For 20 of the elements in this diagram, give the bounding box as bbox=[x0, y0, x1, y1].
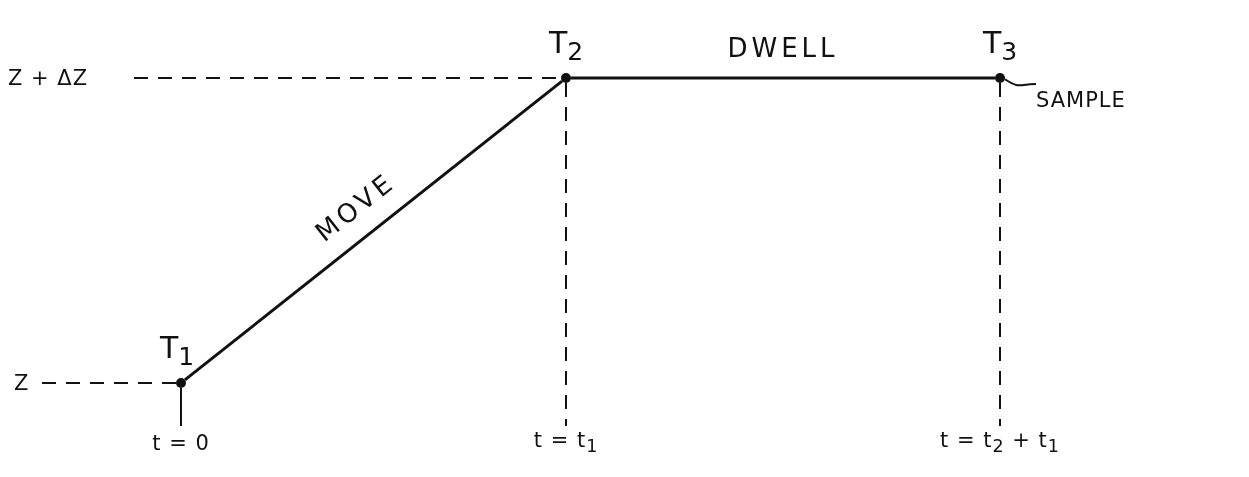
point-dot bbox=[176, 378, 186, 388]
point-label: T$_{1}$ bbox=[159, 333, 195, 369]
tick-line bbox=[180, 387, 182, 427]
guide-line bbox=[41, 382, 177, 384]
point-dot bbox=[995, 73, 1005, 83]
point-label: T$_{3}$ bbox=[982, 28, 1018, 64]
axis-label: t = t$_{2}$ + t$_{1}$ bbox=[930, 430, 1070, 456]
line bbox=[184, 79, 563, 382]
edge-label: DWELL bbox=[727, 35, 839, 61]
axis-label: t = 0 bbox=[141, 430, 221, 456]
axis-label: Z + ΔZ bbox=[8, 66, 130, 90]
guide-line bbox=[999, 82, 1001, 427]
point-dot bbox=[561, 73, 571, 83]
point-label: T$_{2}$ bbox=[548, 28, 584, 64]
leader-line bbox=[1003, 78, 1037, 87]
guide-line bbox=[565, 82, 567, 427]
line bbox=[571, 76, 995, 80]
axis-label: SAMPLE bbox=[1036, 88, 1136, 112]
axis-label: t = t$_{1}$ bbox=[526, 430, 606, 456]
axis-label: Z bbox=[14, 371, 38, 395]
